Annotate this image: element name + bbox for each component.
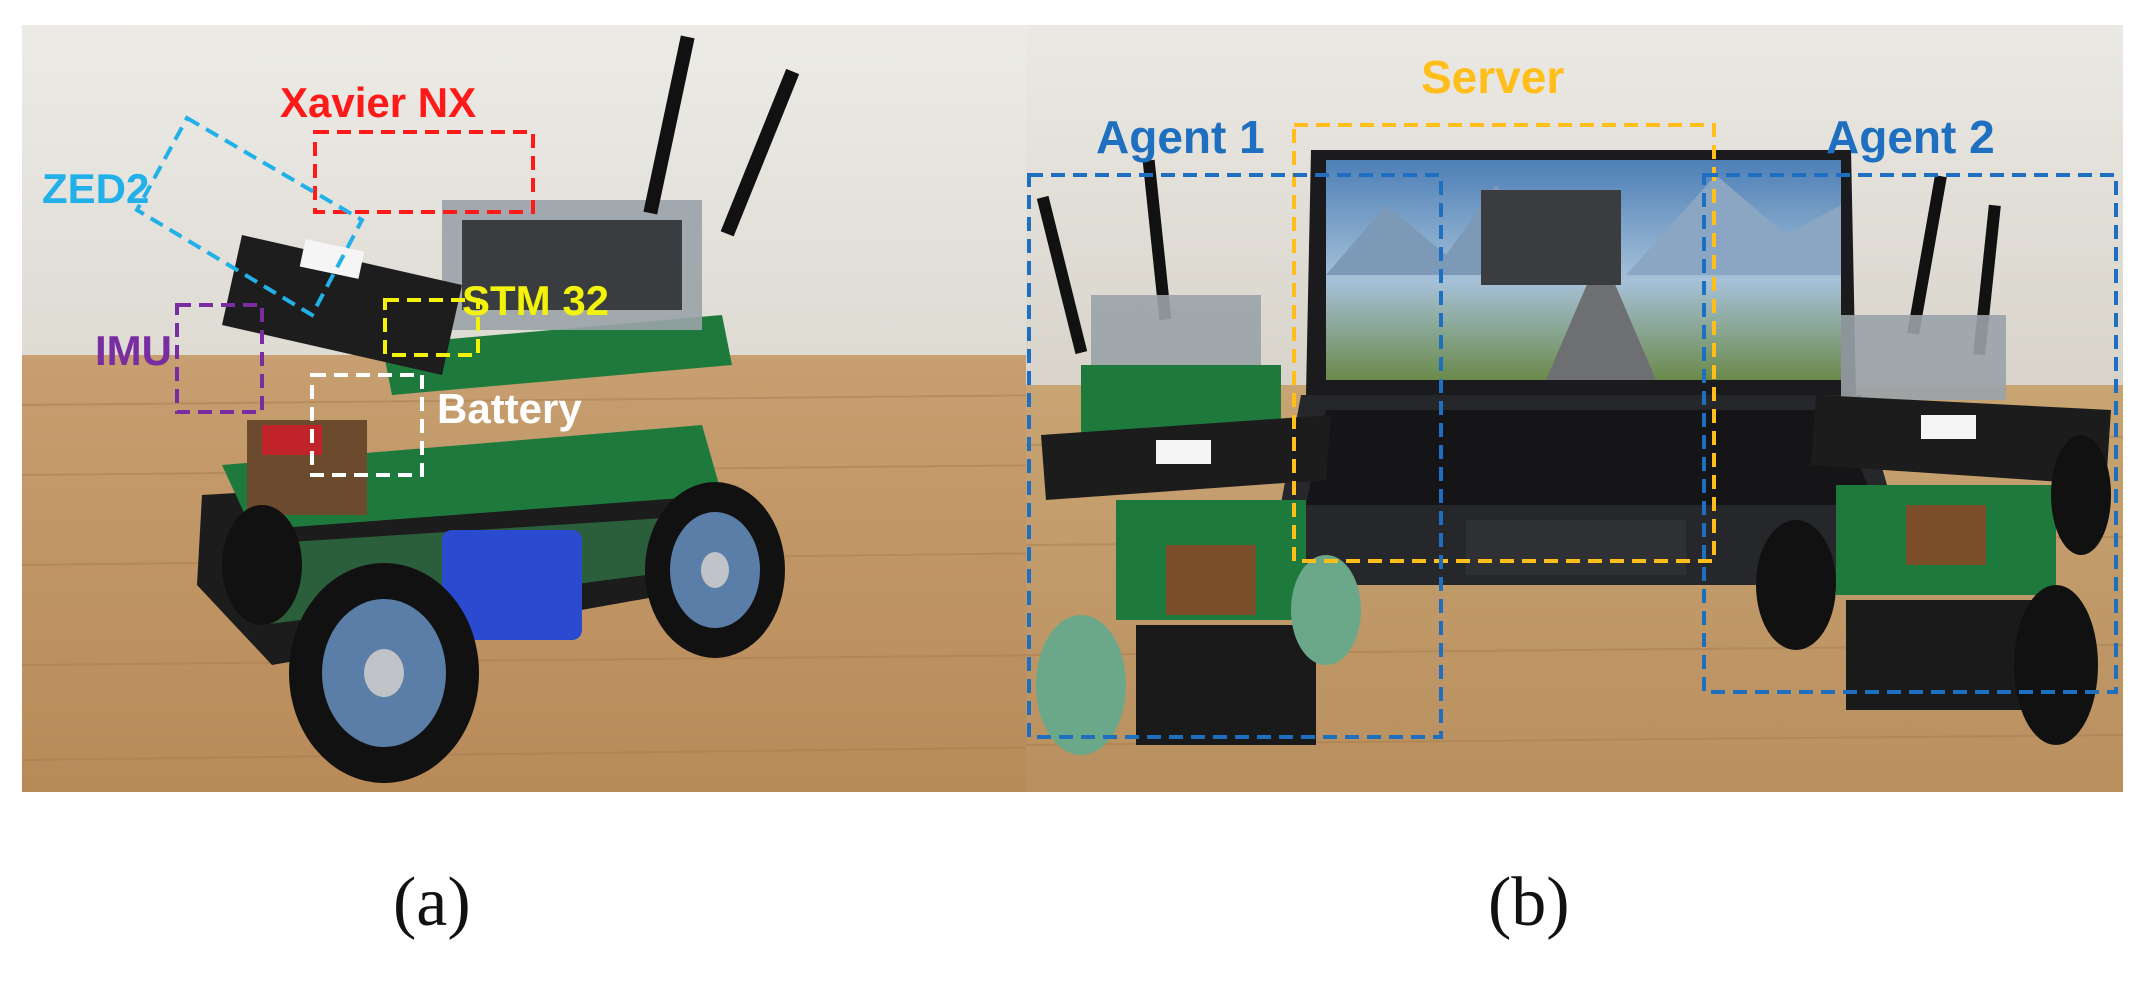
server-box — [1292, 123, 1716, 563]
label-agent-1: Agent 1 — [1096, 111, 1265, 163]
zed2-camera — [222, 235, 462, 375]
agent-1-robot — [1036, 159, 1361, 755]
label-imu: IMU — [95, 327, 172, 374]
label-agent-2: Agent 2 — [1826, 111, 1995, 163]
label-xavier: Xavier NX — [280, 79, 476, 126]
caption-a: (a) — [393, 864, 471, 941]
label-zed2: ZED2 — [42, 165, 149, 212]
battery-box — [310, 373, 424, 477]
agent-1-box — [1027, 173, 1443, 739]
agent-2-camera — [1811, 395, 2111, 485]
stm32-box — [383, 298, 480, 357]
label-stm32: STM 32 — [462, 277, 609, 324]
wheel-front-left — [289, 563, 479, 783]
imu-box — [175, 303, 264, 414]
caption-b: (b) — [1488, 864, 1570, 941]
panel-a-photo: Xavier NX ZED2 IMU STM 32 Battery — [22, 25, 1065, 792]
robot-a — [197, 35, 800, 783]
xavier-box — [313, 130, 535, 214]
agent-2-box — [1702, 173, 2118, 694]
label-battery: Battery — [437, 385, 582, 432]
terminal-window — [1481, 190, 1621, 285]
zed2-box — [134, 115, 365, 318]
laptop — [1266, 150, 1916, 585]
wheel-front-right — [645, 482, 785, 658]
system-photo: Server Agent 1 Agent 2 — [1026, 25, 2123, 792]
robot-photo: Xavier NX ZED2 IMU STM 32 Battery — [22, 25, 1065, 792]
panel-b-photo: Server Agent 1 Agent 2 — [1026, 25, 2123, 792]
agent-2-robot — [1756, 175, 2111, 745]
battery-pack — [442, 530, 582, 640]
label-server: Server — [1421, 51, 1564, 103]
